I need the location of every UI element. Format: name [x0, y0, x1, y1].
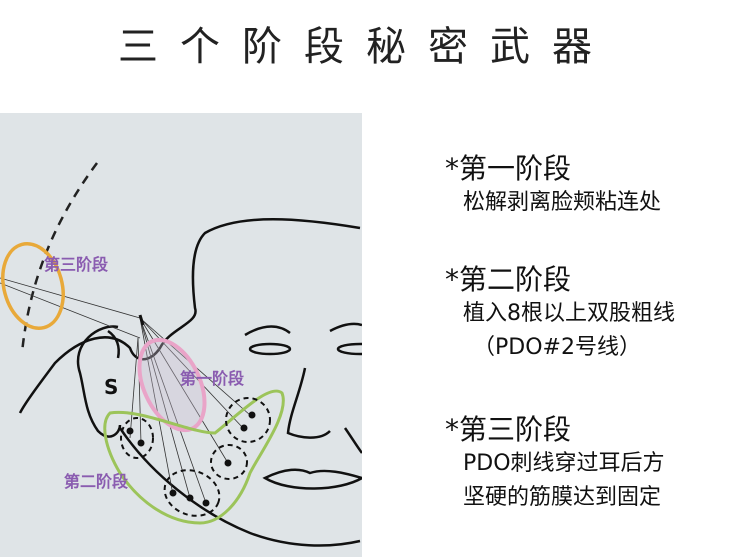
stage-line: （PDO#2号线）: [473, 335, 641, 360]
stage-line: 坚硬的筋膜达到固定: [463, 485, 662, 510]
stage3-diagram-label: 第三阶段: [44, 255, 109, 274]
ear-mark-label: S: [104, 375, 119, 399]
stage2-diagram-label: 第二阶段: [64, 472, 129, 491]
stage-2-block: *第二阶段 植入8根以上双股粗线 （PDO#2号线）: [445, 263, 675, 365]
stage-heading: *第三阶段: [445, 413, 572, 446]
slide-title: 三个阶段秘密武器: [118, 24, 614, 70]
face-diagram-photo: 第三阶段 第一阶段 第二阶段 S: [0, 113, 362, 557]
stage-3-block: *第三阶段 PDO刺线穿过耳后方 坚硬的筋膜达到固定: [445, 413, 665, 515]
stage-1-block: *第一阶段 松解剥离脸颊粘连处: [445, 152, 661, 220]
stage-heading: *第二阶段: [445, 263, 572, 296]
stage-line: 松解剥离脸颊粘连处: [463, 190, 662, 215]
face-diagram-drawing: [0, 162, 362, 547]
stage1-diagram-label: 第一阶段: [180, 369, 245, 388]
stage-line: 植入8根以上双股粗线: [463, 301, 675, 326]
stage-line: PDO刺线穿过耳后方: [463, 451, 665, 476]
stage-heading: *第一阶段: [445, 152, 572, 185]
